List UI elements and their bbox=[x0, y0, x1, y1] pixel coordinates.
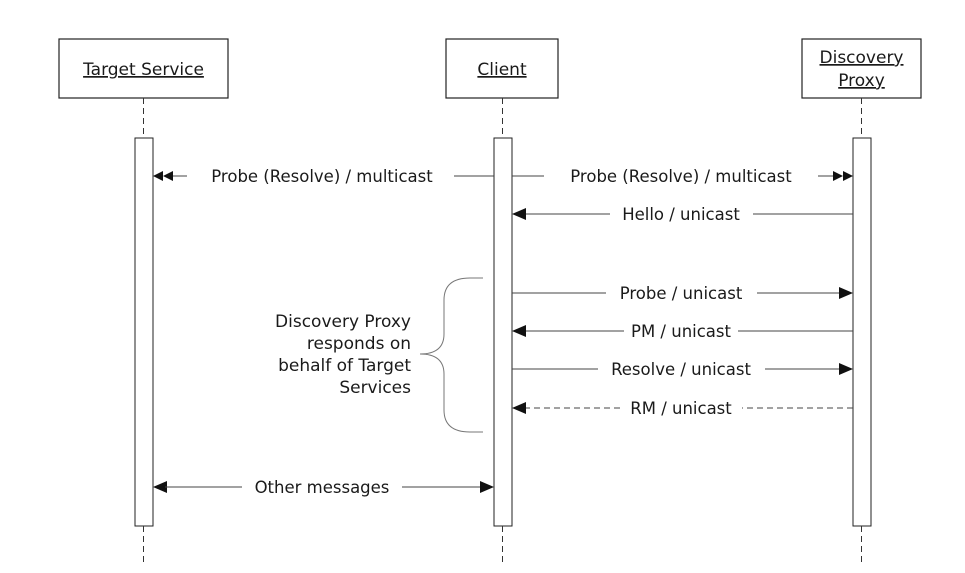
note-line-3: behalf of Target bbox=[278, 356, 411, 376]
message-label: Hello / unicast bbox=[622, 205, 740, 224]
message-probe-unicast: Probe / unicast bbox=[512, 284, 853, 303]
message-label: Probe / unicast bbox=[620, 284, 743, 303]
message-pm-unicast: PM / unicast bbox=[512, 322, 853, 341]
note-brace bbox=[419, 277, 483, 433]
participant-client: Client bbox=[445, 38, 559, 99]
participant-discovery-proxy-label-line1: Discovery bbox=[820, 48, 904, 68]
message-label: RM / unicast bbox=[630, 399, 732, 418]
message-label: Resolve / unicast bbox=[611, 360, 751, 379]
message-label: PM / unicast bbox=[631, 322, 732, 341]
note-line-4: Services bbox=[339, 378, 411, 398]
activation-target-service bbox=[134, 137, 154, 527]
message-probe-resolve-multicast-to-proxy: Probe (Resolve) / multicast bbox=[512, 167, 853, 186]
activation-discovery-proxy bbox=[852, 137, 872, 527]
activation-client bbox=[493, 137, 513, 527]
note-line-1: Discovery Proxy bbox=[275, 312, 411, 332]
participant-discovery-proxy: Discovery Proxy bbox=[801, 38, 922, 99]
message-hello-unicast: Hello / unicast bbox=[512, 205, 853, 224]
participant-client-label: Client bbox=[477, 60, 527, 80]
participant-target-service-label: Target Service bbox=[82, 60, 204, 80]
message-rm-unicast: RM / unicast bbox=[512, 399, 853, 418]
message-probe-resolve-multicast-to-target: Probe (Resolve) / multicast bbox=[153, 167, 494, 186]
note-discovery-proxy-responds: Discovery Proxy responds on behalf of Ta… bbox=[275, 312, 411, 398]
participant-discovery-proxy-label-line2: Proxy bbox=[838, 71, 885, 91]
message-resolve-unicast: Resolve / unicast bbox=[512, 360, 853, 379]
note-line-2: responds on bbox=[307, 334, 411, 354]
participant-target-service: Target Service bbox=[58, 38, 229, 99]
message-label: Probe (Resolve) / multicast bbox=[211, 167, 433, 186]
message-label: Other messages bbox=[255, 478, 390, 497]
message-label: Probe (Resolve) / multicast bbox=[570, 167, 792, 186]
message-other-messages: Other messages bbox=[153, 478, 494, 497]
